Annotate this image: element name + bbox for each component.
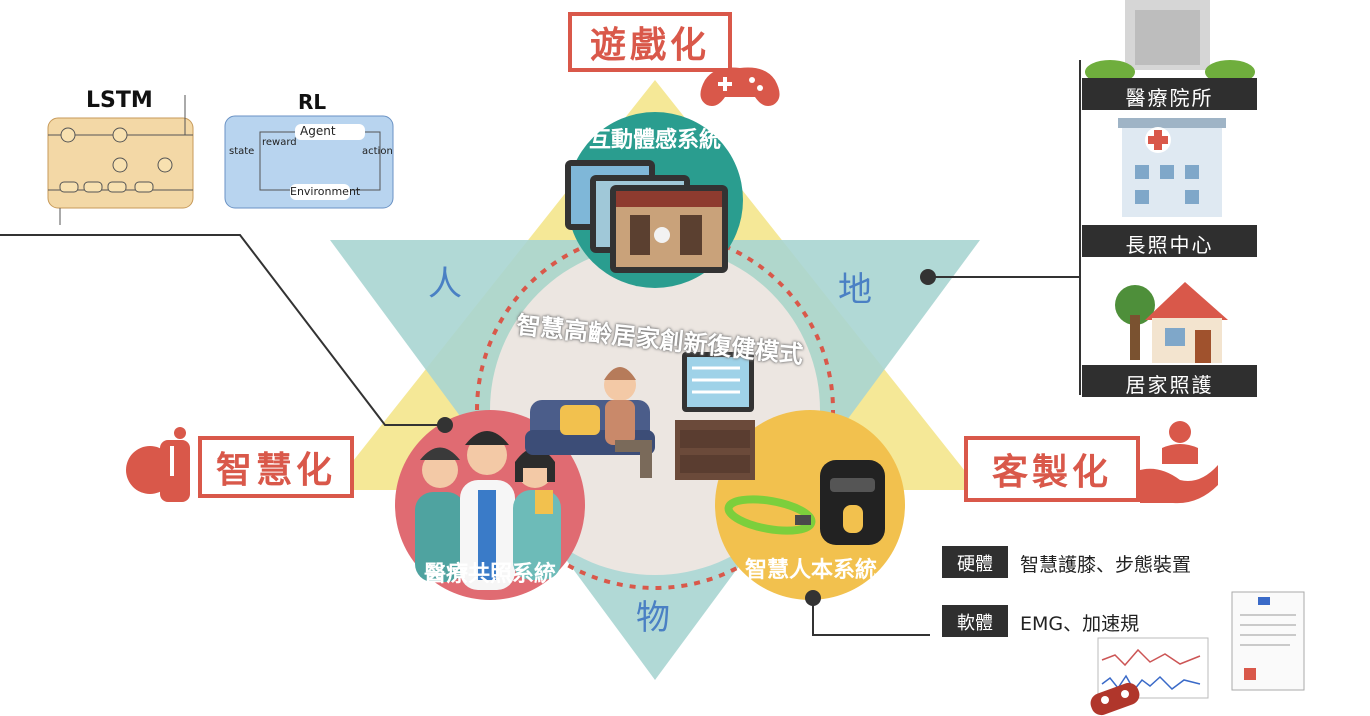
- venue-label-care-center: 長照中心: [1125, 233, 1214, 257]
- sensor-band-icon: [724, 495, 816, 535]
- care-hand-icon: [1140, 421, 1218, 504]
- rl-agent-label: Agent: [300, 124, 336, 138]
- connector-dot-right: [920, 269, 936, 285]
- rl-loop: [259, 131, 295, 191]
- elderly-rehab-illustration: [525, 352, 755, 480]
- spec-tag-hardware: 硬體: [957, 554, 993, 575]
- char-object: 物: [636, 598, 670, 638]
- tablets-icon: [565, 160, 728, 273]
- knee-brace-icon: [820, 460, 885, 545]
- circle-right: [715, 410, 905, 600]
- hospital-building-icon: [1085, 0, 1255, 84]
- rl-loop-right: [350, 131, 381, 191]
- spec-tag-software: 軟體: [957, 613, 993, 634]
- doctors-icon: [415, 431, 561, 590]
- connector-specs: [812, 598, 930, 636]
- tag-custom-label: 客製化: [991, 452, 1112, 493]
- rl-agent-box: [295, 124, 365, 140]
- circle-top-label: 互動體感系統: [588, 128, 721, 153]
- circle-right-label: 智慧人本系統: [744, 558, 877, 583]
- char-place: 地: [838, 270, 872, 310]
- connector-dot-left: [437, 417, 453, 433]
- dashed-ring: [475, 230, 835, 590]
- brain-icon: [126, 427, 190, 502]
- char-person: 人: [428, 264, 462, 304]
- rl-reward-label: reward: [262, 137, 297, 148]
- connector-lstm: [0, 234, 445, 426]
- rl-env-box: [290, 184, 350, 200]
- venue-bar-1: [1082, 78, 1257, 110]
- venue-label-hospital: 醫療院所: [1125, 86, 1214, 110]
- tag-gamify: 遊戲化: [568, 12, 732, 72]
- venue-bar-3: [1082, 365, 1257, 397]
- tag-custom: 客製化: [964, 436, 1140, 502]
- circle-left-label: 醫療共照系統: [423, 562, 556, 587]
- tag-gamify-label: 遊戲化: [589, 25, 710, 66]
- rl-state-label: state: [229, 146, 255, 157]
- rl-title: RL: [298, 90, 327, 114]
- house-icon: [1115, 282, 1228, 363]
- connector-dot-bottom: [805, 590, 821, 606]
- rl-action-label: action: [362, 146, 393, 157]
- spec-tag-box-2: [942, 605, 1008, 637]
- spec-tag-box-1: [942, 546, 1008, 578]
- lstm-gates: [48, 95, 193, 225]
- gamepad-icon: [700, 67, 780, 106]
- sensor-device-icon: [1090, 682, 1140, 716]
- spec-text-software: EMG、加速規: [1020, 613, 1140, 635]
- lstm-title: LSTM: [86, 88, 153, 113]
- venue-label-home-care: 居家照護: [1125, 373, 1214, 397]
- tag-smart: 智慧化: [198, 436, 354, 498]
- venue-bar-2: [1082, 225, 1257, 257]
- tag-smart-label: 智慧化: [215, 450, 336, 491]
- spec-text-hardware: 智慧護膝、步態裝置: [1020, 554, 1192, 576]
- certificate-icon: [1231, 591, 1305, 691]
- rl-environment-label: Environment: [290, 185, 361, 198]
- care-center-icon: [1118, 118, 1226, 217]
